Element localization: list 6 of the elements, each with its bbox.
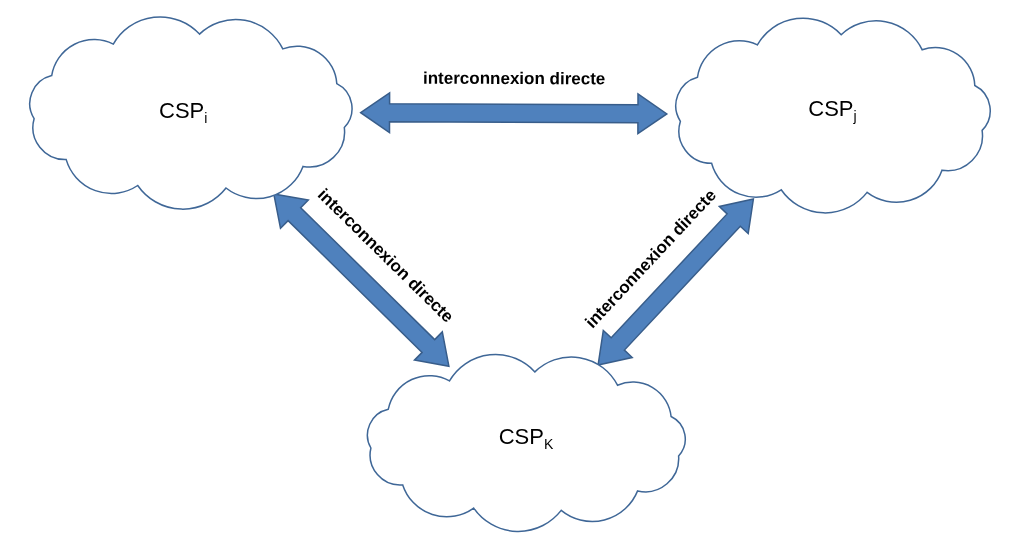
double-arrow <box>597 198 755 366</box>
double-arrow <box>359 91 669 135</box>
cloud-label: CSP$_{K}$ <box>498 424 554 453</box>
double-arrow <box>272 193 450 368</box>
cloud-label: CSP$_{j}$ <box>808 96 857 125</box>
cloud-label: CSP$_{i}$ <box>159 97 208 127</box>
